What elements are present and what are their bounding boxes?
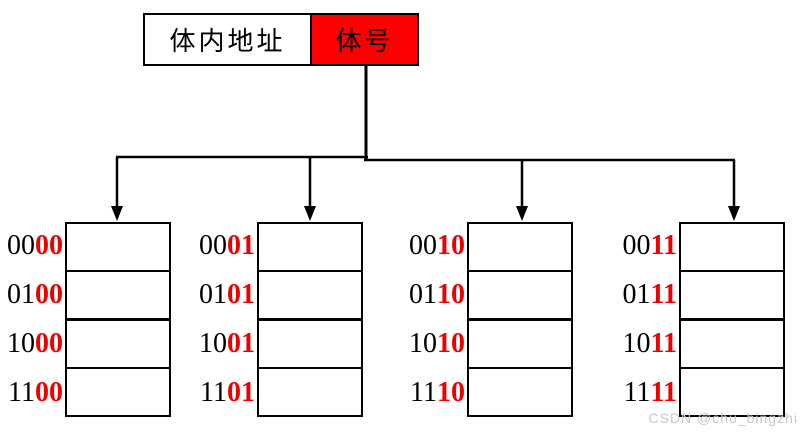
memory-cell bbox=[259, 224, 361, 270]
memory-cell bbox=[67, 367, 169, 415]
address-suffix: 01 bbox=[227, 230, 255, 262]
in-bank-address-label: 体内地址 bbox=[169, 27, 286, 56]
address-suffix: 11 bbox=[650, 376, 677, 408]
address-suffix: 11 bbox=[650, 230, 677, 262]
memory-cell bbox=[469, 318, 571, 367]
memory-bank-box bbox=[65, 222, 171, 417]
address-suffix: 11 bbox=[650, 327, 677, 359]
memory-cell bbox=[67, 224, 169, 270]
address-prefix: 11 bbox=[410, 376, 437, 408]
address-suffix: 10 bbox=[437, 230, 465, 262]
address-prefix: 10 bbox=[199, 327, 227, 359]
memory-cell bbox=[259, 270, 361, 318]
memory-cell bbox=[681, 318, 783, 367]
address-suffix: 00 bbox=[35, 327, 63, 359]
address-format-box: 体内地址 体号 bbox=[143, 13, 419, 66]
address-prefix: 11 bbox=[200, 376, 227, 408]
arrow-down-icon bbox=[304, 206, 316, 221]
memory-cell bbox=[469, 270, 571, 318]
memory-cell bbox=[259, 367, 361, 415]
memory-cell bbox=[259, 318, 361, 367]
address-suffix: 01 bbox=[227, 376, 255, 408]
address-prefix: 11 bbox=[623, 376, 651, 408]
address-suffix: 00 bbox=[35, 279, 63, 311]
address-prefix: 11 bbox=[8, 376, 35, 408]
address-prefix: 10 bbox=[7, 327, 35, 359]
arrow-down-icon bbox=[516, 206, 528, 221]
address-suffix: 01 bbox=[227, 279, 255, 311]
arrow-down-icon bbox=[728, 206, 740, 221]
memory-cell bbox=[469, 367, 571, 415]
memory-cell bbox=[681, 367, 783, 415]
address-suffix: 10 bbox=[437, 279, 465, 311]
address-suffix: 11 bbox=[650, 279, 677, 311]
address-prefix: 01 bbox=[7, 279, 35, 311]
arrow-down-icon bbox=[111, 206, 123, 221]
memory-bank-box bbox=[257, 222, 363, 417]
address-prefix: 10 bbox=[409, 327, 437, 359]
memory-cell bbox=[681, 224, 783, 270]
address-prefix: 01 bbox=[199, 279, 227, 311]
address-prefix: 00 bbox=[7, 230, 35, 262]
memory-bank-box bbox=[679, 222, 785, 417]
address-prefix: 01 bbox=[622, 279, 651, 311]
address-prefix: 00 bbox=[622, 230, 651, 262]
address-suffix: 10 bbox=[437, 376, 465, 408]
memory-cell bbox=[67, 318, 169, 367]
address-prefix: 01 bbox=[409, 279, 437, 311]
watermark: CSDN @chu_bingzhi bbox=[648, 410, 798, 426]
address-suffix: 00 bbox=[35, 230, 63, 262]
address-prefix: 00 bbox=[409, 230, 437, 262]
bank-number-label: 体号 bbox=[335, 27, 394, 56]
memory-bank-box bbox=[467, 222, 573, 417]
address-prefix: 10 bbox=[622, 327, 651, 359]
address-suffix: 10 bbox=[437, 327, 465, 359]
address-suffix: 00 bbox=[35, 376, 63, 408]
memory-cell bbox=[681, 270, 783, 318]
memory-cell bbox=[469, 224, 571, 270]
bank-number-cell: 体号 bbox=[312, 15, 417, 64]
memory-cell bbox=[67, 270, 169, 318]
address-suffix: 01 bbox=[227, 327, 255, 359]
address-prefix: 00 bbox=[199, 230, 227, 262]
in-bank-address-cell: 体内地址 bbox=[145, 15, 312, 64]
